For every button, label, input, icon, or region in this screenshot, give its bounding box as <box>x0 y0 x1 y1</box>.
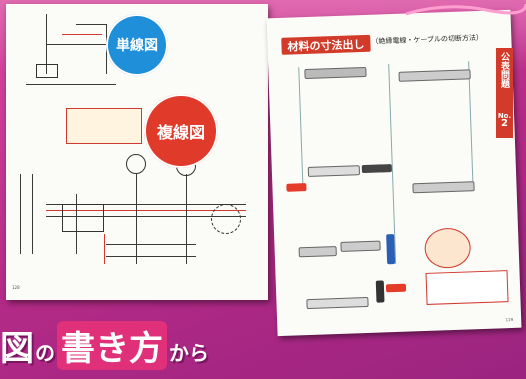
cable-9 <box>385 283 407 293</box>
cable-blue <box>386 234 396 265</box>
cable-7 <box>340 240 381 252</box>
cable-10 <box>375 280 385 303</box>
side-no-value: 2 <box>501 118 508 129</box>
left-page-number: 128 <box>12 285 20 290</box>
section-subtitle: （絶縁電線・ケーブルの切断方法） <box>371 33 484 46</box>
left-book-page: 128 <box>6 4 268 300</box>
headline-part1: 図 <box>0 329 34 369</box>
headline-part3: 書き方 <box>57 321 167 370</box>
headline-part2: の <box>35 341 55 365</box>
side-tab-public-problem: 公表問題 <box>496 48 513 138</box>
right-page-number: 119 <box>505 316 514 323</box>
cable-1 <box>304 66 367 80</box>
headline: 図 の 書き方 から <box>0 320 209 370</box>
section-title: 材料の寸法出し <box>281 34 371 55</box>
cable-6 <box>412 181 475 194</box>
cable-11 <box>306 296 369 310</box>
cable-3 <box>307 165 361 178</box>
note-box <box>66 108 142 144</box>
callout-circle <box>423 227 472 269</box>
right-book-page: 材料の寸法出し （絶縁電線・ケーブルの切断方法） 119 <box>266 9 522 337</box>
double-line-diagram-badge: 複線図 <box>144 94 218 168</box>
cable-2 <box>398 69 471 82</box>
cable-4 <box>286 183 307 192</box>
headline-part4: から <box>169 341 209 365</box>
cable-8 <box>298 246 337 258</box>
side-no-label: No. <box>497 112 512 120</box>
note-box-right <box>425 270 509 305</box>
single-line-diagram-badge: 単線図 <box>106 14 168 76</box>
decorative-swirl <box>406 3 526 16</box>
cable-5 <box>361 164 392 174</box>
